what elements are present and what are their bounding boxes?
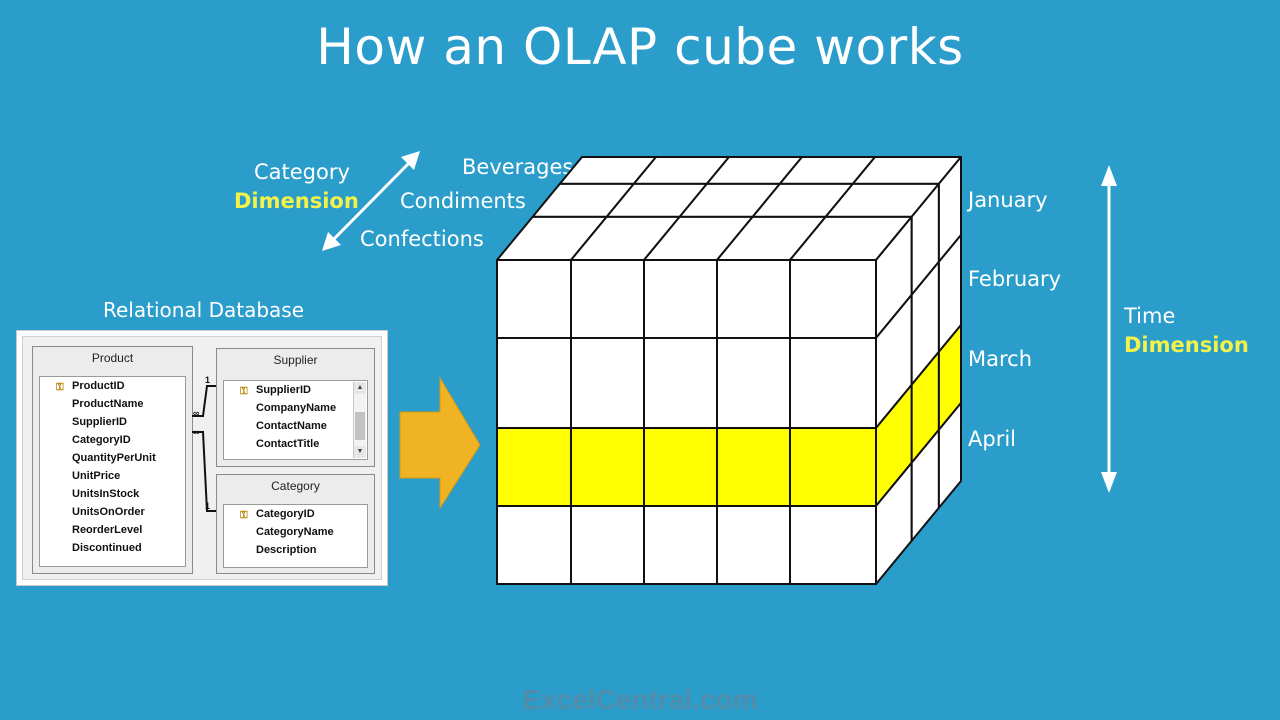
time-dimension-arrow — [1101, 165, 1117, 493]
product-field-discontinued[interactable]: Discontinued — [72, 542, 142, 554]
product-field-productid[interactable]: ⚿ ProductID — [40, 377, 185, 395]
cube-front-cell — [496, 259, 572, 339]
supplier-scrollbar[interactable]: ▲ ▼ — [353, 382, 366, 458]
category-axis-label: Category — [254, 160, 350, 184]
cube-front-cell — [496, 505, 572, 585]
category-field-categoryid[interactable]: ⚿ CategoryID — [224, 505, 367, 523]
cube-front-cell — [789, 505, 877, 585]
supplier-table[interactable]: Supplier ⚿ SupplierID CompanyName Contact… — [216, 348, 375, 467]
cube-front-cell-highlighted — [643, 427, 718, 507]
supplier-relation-one: 1 — [205, 375, 211, 385]
scroll-thumb[interactable] — [355, 412, 365, 440]
cube-front-cell-highlighted — [716, 427, 791, 507]
category-member-condiments: Condiments — [400, 189, 526, 213]
primary-key-icon: ⚿ — [56, 382, 64, 393]
time-axis-label: Time — [1124, 304, 1176, 328]
category-field-list[interactable]: ⚿ CategoryID CategoryName Description — [223, 504, 368, 568]
cube-front-cell-highlighted — [570, 427, 645, 507]
category-axis-emphasis: Dimension — [234, 189, 359, 213]
cube-front-cell — [716, 337, 791, 429]
product-field-reorderlevel[interactable]: ReorderLevel — [72, 524, 143, 536]
product-table-title: Product — [91, 351, 134, 365]
product-field-list[interactable]: ⚿ ProductID ProductName SupplierID Catego… — [39, 376, 186, 567]
category-table[interactable]: Category ⚿ CategoryID CategoryName Descri… — [216, 474, 375, 574]
primary-key-icon: ⚿ — [240, 386, 248, 397]
product-field-unitsinstock[interactable]: UnitsInStock — [72, 488, 140, 500]
relationship-lines — [192, 385, 216, 512]
time-axis-emphasis: Dimension — [1124, 333, 1249, 357]
supplier-field-list[interactable]: ⚿ SupplierID CompanyName ContactName Cont… — [223, 380, 368, 460]
olap-cube — [496, 156, 962, 585]
scroll-up-icon[interactable]: ▲ — [354, 382, 366, 394]
field-label: SupplierID — [256, 384, 312, 396]
supplier-field-contacttitle[interactable]: ContactTitle — [256, 438, 320, 450]
supplier-field-supplierid[interactable]: ⚿ SupplierID — [224, 381, 367, 399]
category-relation-many: ∞ — [193, 427, 200, 437]
category-table-title: Category — [271, 479, 320, 493]
category-field-categoryname[interactable]: CategoryName — [256, 526, 334, 538]
cube-front-cell — [570, 505, 645, 585]
cube-front-cell — [789, 337, 877, 429]
category-dimension-arrow — [322, 151, 420, 251]
time-member-march: March — [968, 347, 1033, 371]
product-field-supplierid[interactable]: SupplierID — [72, 416, 128, 428]
product-field-categoryid[interactable]: CategoryID — [72, 434, 131, 446]
cube-front-cell — [570, 337, 645, 429]
product-field-quantityperunit[interactable]: QuantityPerUnit — [72, 452, 156, 464]
time-member-january: January — [968, 188, 1048, 212]
field-label: CategoryID — [256, 508, 315, 520]
slide-title: How an OLAP cube works — [316, 18, 964, 76]
primary-key-icon: ⚿ — [240, 510, 248, 521]
category-member-confections: Confections — [360, 227, 484, 251]
product-table[interactable]: Product ⚿ ProductID ProductName SupplierI… — [32, 346, 193, 574]
cube-front-cell — [716, 505, 791, 585]
time-member-february: February — [968, 267, 1062, 291]
transform-arrow — [399, 376, 481, 510]
category-member-beverages: Beverages — [462, 155, 574, 179]
category-relation-one: 1 — [205, 501, 211, 511]
cube-front-cell — [496, 337, 572, 429]
cube-front-cell — [643, 259, 718, 339]
cube-front-cell-highlighted — [496, 427, 572, 507]
cube-front-cell — [716, 259, 791, 339]
cube-front-cell-highlighted — [789, 427, 877, 507]
cube-front-cell — [570, 259, 645, 339]
supplier-field-companyname[interactable]: CompanyName — [256, 402, 337, 414]
scroll-down-icon[interactable]: ▼ — [354, 446, 366, 458]
cube-front-cell — [643, 337, 718, 429]
product-field-unitprice[interactable]: UnitPrice — [72, 470, 121, 482]
supplier-field-contactname[interactable]: ContactName — [256, 420, 327, 432]
cube-side-cell — [937, 402, 962, 509]
supplier-table-title: Supplier — [273, 353, 318, 367]
supplier-relation-many: ∞ — [193, 408, 200, 418]
relational-database-label: Relational Database — [103, 298, 305, 322]
cube-front-cell — [643, 505, 718, 585]
product-field-unitsonorder[interactable]: UnitsOnOrder — [72, 506, 145, 518]
time-member-april: April — [968, 427, 1016, 451]
relational-database-diagram: Product ⚿ ProductID ProductName SupplierI… — [16, 330, 388, 586]
cube-front-cell — [789, 259, 877, 339]
field-label: ProductID — [72, 380, 125, 392]
category-field-description[interactable]: Description — [256, 544, 317, 556]
watermark: ExcelCentral.com — [522, 684, 758, 715]
product-field-productname[interactable]: ProductName — [72, 398, 144, 410]
